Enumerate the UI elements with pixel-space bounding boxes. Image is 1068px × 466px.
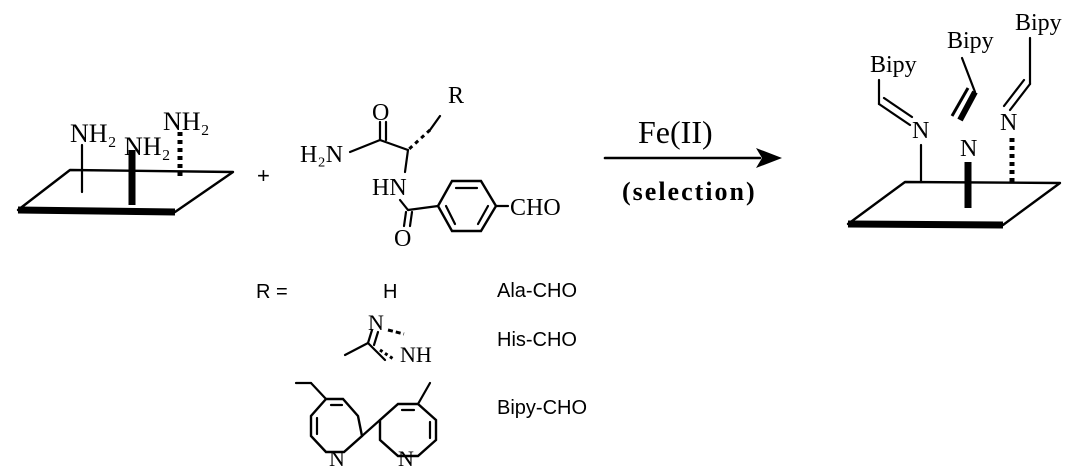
aldehyde-r-group: R	[448, 83, 464, 109]
triamine-reactant: NH₂ NH₂ NH₂	[16, 107, 235, 216]
product-platform	[846, 180, 1062, 227]
product-arm1-imine-bond	[877, 102, 912, 127]
product-arm2-bipy-bond	[960, 56, 977, 94]
plus-sign: +	[257, 163, 270, 188]
product-bipy-2: Bipy	[947, 28, 994, 54]
product-platform-front-edge	[847, 220, 1004, 229]
bipy-ethyl-bond-2	[309, 381, 328, 401]
aldehyde-alpha-to-hn	[403, 148, 410, 174]
arrow-head	[756, 148, 782, 168]
aldehyde-carbonyl-bottom-bond-2	[408, 210, 414, 228]
aldehyde-hn: HN	[372, 175, 407, 201]
imidazole-lower-bond	[366, 341, 387, 362]
bipy-cho-label: Bipy-CHO	[497, 397, 587, 419]
aldehyde-carbonyl-o-bottom: O	[394, 226, 411, 252]
imidazole-n: N	[368, 310, 384, 335]
r-equals-label: R =	[256, 281, 288, 303]
product-arm2-imine-wedge	[957, 90, 978, 122]
product-arm2-imine-wedge-2	[950, 87, 970, 117]
aldehyde-alpha-to-carbonyl	[378, 138, 410, 152]
imidazole-c-n-bond	[366, 328, 374, 345]
aldehyde-carbonyl-to-ring	[406, 204, 440, 212]
product-complex: Bipy N Bipy N Bipy N	[846, 10, 1062, 229]
imidazole-c-n-bond-2	[372, 330, 380, 347]
product-n-1: N	[912, 118, 929, 144]
triamine-platform	[16, 168, 235, 214]
triamine-platform-front-edge	[17, 206, 176, 216]
reagent-fe-ii: Fe(II)	[638, 114, 713, 150]
imidazole-methyl-bond	[343, 341, 370, 357]
product-n-3: N	[1000, 110, 1017, 136]
his-cho-label: His-CHO	[497, 329, 577, 351]
imidazole-structure: N NH	[343, 310, 432, 367]
product-bipy-1: Bipy	[870, 52, 917, 78]
bipy-methyl-bond	[416, 381, 432, 406]
aldehyde-hn-to-carbonyl	[398, 198, 410, 212]
ala-cho-label: Ala-CHO	[497, 280, 577, 302]
product-arm3-imine-bond-2	[1002, 78, 1026, 108]
bipyridine-structure: N N	[294, 381, 438, 466]
triamine-nh2-right: NH₂	[163, 107, 210, 136]
aldehyde-h2n: H₂N	[300, 142, 343, 168]
aldehyde-amide-n-bond	[348, 138, 382, 154]
product-arm3-imine-bond	[1008, 82, 1032, 112]
r-group-definitions: R = H Ala-CHO N NH His-CHO N	[256, 280, 587, 466]
aldehyde-carbonyl-bottom-bond	[402, 210, 408, 228]
aldehyde-reactant: R O H₂N HN O CHO	[300, 83, 561, 252]
triamine-nh2-left: NH₂	[70, 119, 117, 148]
selection-condition: (selection)	[622, 177, 757, 206]
product-arm1-imine-bond-2	[882, 96, 914, 119]
triamine-nh2-center: NH₂	[124, 132, 171, 161]
aldehyde-benzene-inner-3	[444, 204, 457, 226]
aldehyde-side-chain-hash	[406, 128, 432, 152]
imidazole-n-dash	[387, 328, 405, 336]
bipy-inter-ring-bond	[360, 418, 382, 438]
aldehyde-benzene-inner-2	[476, 204, 490, 226]
bipy-n-right: N	[398, 446, 414, 466]
bipy-right-ring	[378, 402, 438, 458]
product-n-2: N	[960, 136, 977, 162]
bipy-left-ring	[309, 397, 364, 454]
r-hydrogen: H	[383, 281, 397, 303]
imidazole-nh: NH	[400, 342, 432, 367]
aldehyde-r-bond	[428, 114, 442, 132]
aldehyde-carbonyl-o-top: O	[372, 100, 389, 126]
bipy-n-left: N	[329, 446, 345, 466]
aldehyde-cho: CHO	[510, 195, 561, 221]
product-bipy-3: Bipy	[1015, 10, 1062, 36]
reaction-arrow: Fe(II) (selection)	[603, 114, 782, 206]
